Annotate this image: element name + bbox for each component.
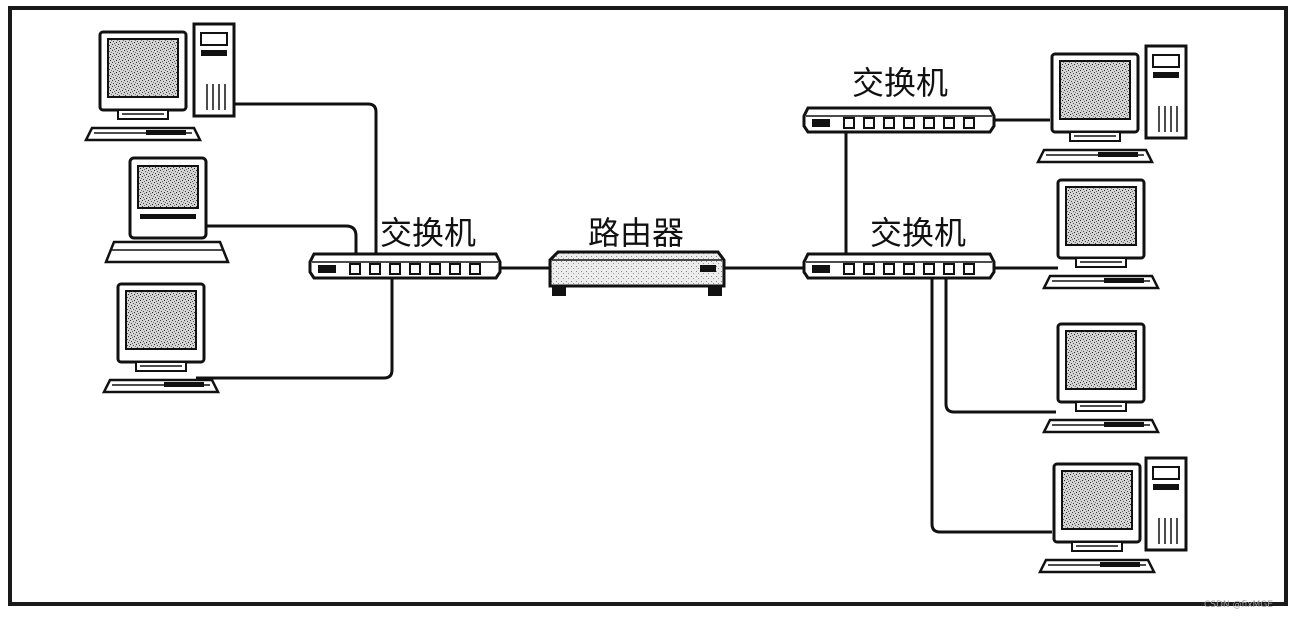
watermark: CSDN @fixMGE	[1204, 600, 1273, 610]
switch-right-bottom-label: 交换机	[870, 214, 966, 252]
router-icon	[548, 250, 726, 296]
router-label: 路由器	[588, 214, 684, 252]
tower-case-icon	[1144, 456, 1188, 552]
cable-pc1-switch	[232, 102, 378, 264]
cable-pc2-switch	[200, 224, 358, 264]
cable-pc3-switch	[196, 276, 394, 380]
switch-right-top: 交换机	[802, 64, 996, 134]
cable-switch-pc7	[930, 276, 1052, 534]
network-switch-icon	[802, 106, 996, 134]
switch-right-bottom: 交换机	[802, 214, 996, 280]
switch-left: 交换机	[308, 214, 502, 280]
switch-left-label: 交换机	[380, 214, 476, 252]
switch-right-top-label: 交换机	[852, 64, 948, 102]
network-switch-icon	[308, 252, 502, 280]
tower-case-icon	[1144, 44, 1188, 140]
cable-switch-pc6	[944, 276, 1056, 414]
router: 路由器	[548, 214, 726, 296]
network-cables	[196, 102, 1058, 534]
network-switch-icon	[802, 252, 996, 280]
tower-case-icon	[192, 22, 236, 118]
